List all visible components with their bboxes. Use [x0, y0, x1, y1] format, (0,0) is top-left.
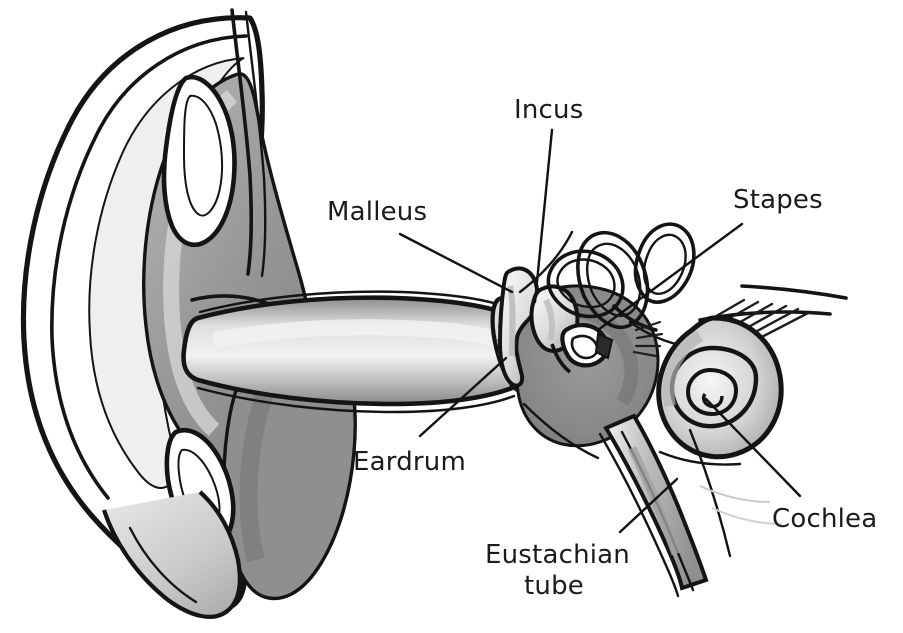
label-incus: Incus	[514, 95, 583, 125]
incus-shading	[543, 298, 556, 341]
label-cochlea: Cochlea	[772, 504, 877, 534]
semicircular-canals-group	[546, 222, 696, 346]
leader-lines-group	[398, 128, 802, 534]
malleus-shading	[507, 285, 516, 357]
eustachian-tube-group	[598, 413, 732, 598]
leader-line-incus	[533, 128, 554, 304]
pinna-helix-tail-upper2	[244, 10, 267, 278]
ossicles-group	[497, 266, 614, 388]
pinna-helix-tail-upper	[230, 8, 254, 276]
incus-long-process	[550, 343, 572, 374]
tissue-texture-1	[699, 485, 771, 503]
ear-canal-bottom-edge	[196, 386, 516, 414]
tissue-right-edge	[658, 450, 742, 466]
cochlea-apex	[701, 392, 724, 409]
ear-canal	[181, 295, 515, 407]
leader-line-stapes	[596, 222, 744, 332]
auditory-nerve-upper-edge	[740, 284, 848, 300]
leader-line-cochlea	[704, 397, 802, 498]
pharynx-wall	[688, 428, 732, 558]
leader-line-eardrum	[418, 356, 508, 438]
ear-canal-top-edge	[198, 290, 516, 314]
tissue-texture-2	[711, 507, 783, 525]
leader-line-malleus	[398, 232, 514, 294]
semicircular-canal-lateral-inner	[556, 258, 616, 309]
auditory-nerve-group	[632, 284, 848, 358]
label-malleus: Malleus	[327, 197, 427, 227]
ear-canal-group	[181, 290, 516, 414]
stapes-nerve-fibers	[632, 320, 664, 358]
cochlea-shell	[656, 315, 784, 460]
label-eardrum: Eardrum	[353, 447, 466, 477]
vestibule-connector	[612, 304, 658, 332]
stapes-arch-hole	[570, 334, 599, 360]
semicircular-canal-posterior-inner	[642, 233, 687, 295]
tissue-upper-edge	[518, 230, 574, 294]
cochlea-group	[656, 315, 784, 460]
semicircular-canal-posterior	[633, 222, 696, 304]
pinna-helix-rim	[50, 34, 248, 500]
skull-tissue-group	[518, 230, 783, 525]
stapes-footplate	[594, 332, 614, 360]
cochlea-shading	[662, 330, 704, 408]
pinna-tragus-inner	[182, 94, 224, 217]
tissue-lower-edge	[522, 402, 600, 460]
semicircular-canal-superior	[576, 230, 650, 330]
pinna-lobe	[102, 490, 242, 619]
eustachian-tube-shade	[627, 446, 681, 556]
label-stapes: Stapes	[733, 185, 823, 215]
label-eustachian-tube-line2: tube	[524, 571, 584, 601]
pinna-group	[20, 8, 357, 619]
labels-group: Incus Malleus Stapes Eardrum Cochlea Eus…	[327, 95, 877, 601]
leader-line-eustachian-tube	[618, 477, 679, 534]
cochlea-spiral-turn-2	[685, 367, 739, 417]
ear-canal-highlight	[212, 319, 513, 352]
eustachian-tube-outer-line	[598, 432, 680, 598]
pinna-lobe-crease	[128, 526, 198, 604]
label-eustachian-tube-line1: Eustachian	[485, 540, 630, 570]
